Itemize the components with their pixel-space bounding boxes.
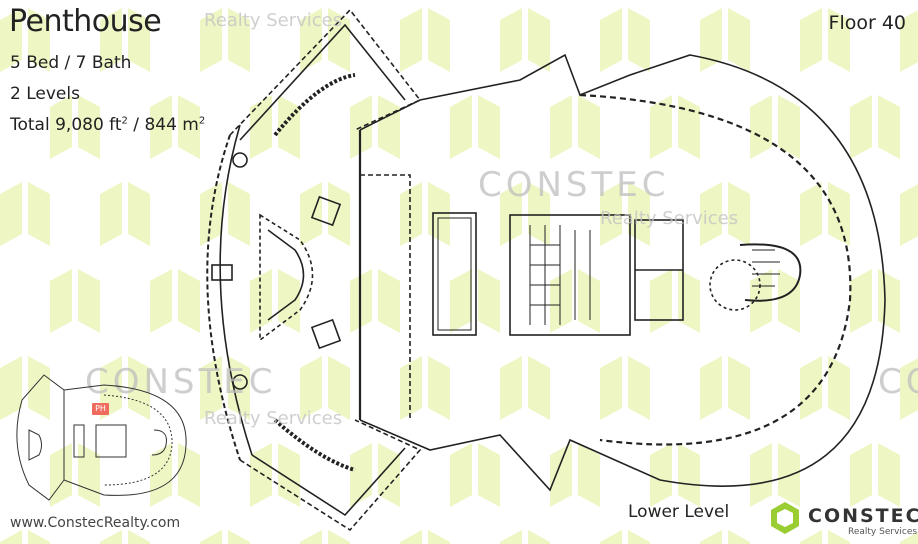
total-prefix: Total 9,080 ft [10, 115, 122, 135]
logo-word: CONSTEC [808, 505, 918, 527]
penthouse-badge: PH [92, 403, 109, 415]
sup-ft: 2 [121, 115, 128, 127]
spec-total-area: Total 9,080 ft2 / 844 m2 [10, 115, 205, 135]
spec-levels: 2 Levels [10, 84, 80, 104]
minimap [16, 374, 187, 501]
website-link[interactable]: www.ConstecRealty.com [10, 515, 181, 531]
planter [310, 195, 342, 227]
spiral-stair [739, 243, 802, 302]
watermark-brand: CONSTEC [878, 362, 918, 402]
sup-m: 2 [198, 115, 206, 127]
watermark-tagline: Realty Services [204, 10, 343, 31]
terrace-bay [259, 213, 314, 342]
west-outer-wall [206, 134, 241, 461]
watermark-tagline: Realty Services [204, 408, 343, 429]
column [232, 152, 248, 168]
stair-block [509, 214, 631, 336]
watermark-brand: CONSTEC [85, 362, 277, 402]
constec-logo-icon [771, 502, 799, 534]
north-wing [229, 8, 422, 136]
inner-arc [579, 93, 852, 446]
core-walls [359, 53, 886, 492]
planter [211, 264, 233, 281]
south-wing [239, 419, 422, 532]
planter [310, 318, 342, 350]
unit-title: Penthouse [9, 4, 162, 39]
floor-label: Floor 40 [828, 12, 906, 34]
level-label: Lower Level [628, 502, 730, 522]
total-mid: / 844 m [127, 115, 199, 135]
watermark-tagline: Realty Services [600, 208, 739, 229]
column [232, 374, 248, 390]
elevator-shaft [432, 212, 477, 336]
spec-beds-baths: 5 Bed / 7 Bath [10, 53, 132, 73]
logo-tagline: Realty Services [848, 527, 918, 537]
watermark-brand: CONSTEC [478, 165, 670, 205]
